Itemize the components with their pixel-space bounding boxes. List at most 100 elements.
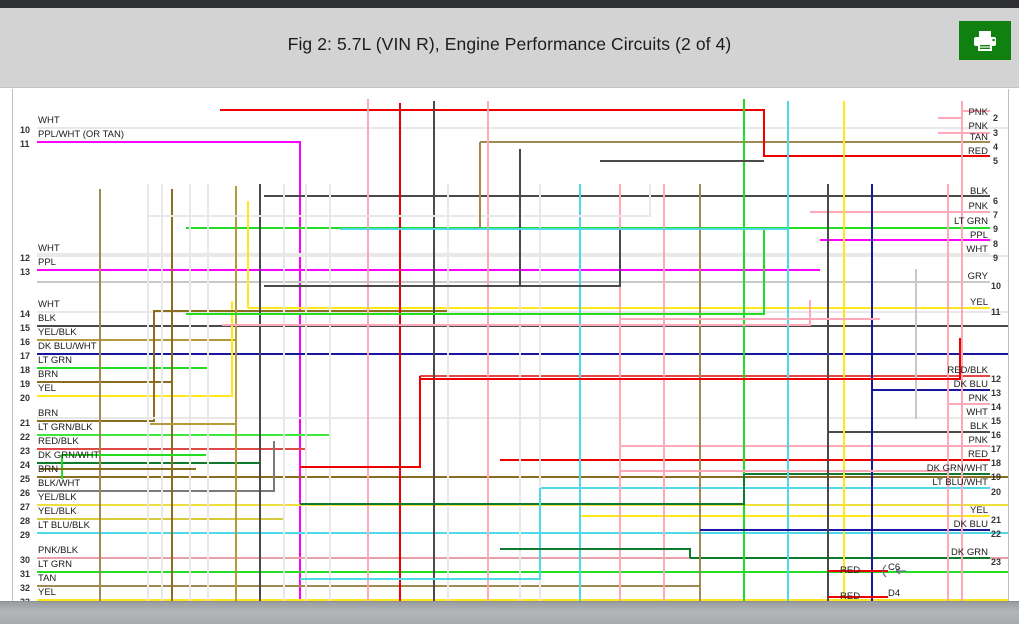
pin-number: 14 [20,309,31,319]
pin-number: 6 [993,196,999,206]
pin-number: 23 [991,557,1002,567]
pin-number: 22 [991,529,1002,539]
wire-label: LT GRN [954,216,988,227]
pin-number: 17 [991,444,1002,454]
wire-label: DK BLU [953,519,988,530]
pin-number: 30 [20,555,31,565]
pin-number: 26 [20,488,31,498]
wire-label: YEL/BLK [38,506,77,517]
wire-label: PNK [968,107,988,118]
wire-network [37,99,1008,624]
pin-number: 17 [20,351,31,361]
wire-label: YEL [970,297,988,308]
wire-label: YEL/BLK [38,327,77,338]
pin-number: 29 [20,530,31,540]
wire-label: PNK [968,393,988,404]
wire-label: RED [967,449,988,460]
connector-arrows [882,564,906,578]
pin-number: 27 [20,502,31,512]
pin-number: 21 [991,515,1002,525]
wire-label: BRN [38,408,59,419]
pin-number: 14 [991,402,1002,412]
pin-number: 11 [20,139,30,149]
pin-number: 16 [991,430,1002,440]
printer-icon [972,29,998,53]
wire-label: WHT [966,244,988,255]
wire-label: RED [967,146,988,157]
pin-number: 8 [993,239,999,249]
pin-number: 20 [20,393,31,403]
pin-number: 5 [993,156,999,166]
wire-label: PNK/BLK [38,545,79,556]
page-border-left [12,89,13,601]
wire-label: RED [840,565,861,576]
wire-label: YEL [38,383,56,394]
wiring-diagram-canvas: 10 WHT 11 PPL/WHT (OR TAN) 12 WHT 13 PPL… [0,89,1019,624]
wire-label: PNK [968,435,988,446]
wire-label: LT GRN [38,559,72,570]
pin-number: 21 [20,418,31,428]
pin-number: 12 [991,374,1002,384]
pin-number: 9 [993,253,999,263]
pin-number: 18 [991,458,1002,468]
wire-label: RED [840,591,861,602]
wire-label: DK GRN/WHT [926,463,988,474]
pin-number: 15 [991,416,1002,426]
connector-id-c6: C6 [888,562,901,573]
wire-label: WHT [966,407,988,418]
pin-number: 10 [991,281,1002,291]
pin-number: 3 [993,128,999,138]
pin-number: 19 [20,379,31,389]
window-topbar [0,0,1019,8]
wire-label: LT GRN [38,355,72,366]
pin-number: 13 [20,267,31,277]
pin-number: 9 [993,224,999,234]
wire-label: GRY [967,271,988,282]
pin-number: 12 [20,253,31,263]
print-button[interactable] [959,21,1011,60]
wire-label: PPL/WHT (OR TAN) [38,129,125,140]
pin-number: 31 [20,569,31,579]
wire-label: YEL/BLK [38,492,77,503]
wire-label: LT BLU/WHT [932,477,988,488]
wire-label: BLK [38,313,56,324]
wire-label: PPL [970,230,988,241]
pin-number: 15 [20,323,31,333]
wire-label: YEL [38,587,56,598]
wire-label: BLK [970,186,988,197]
pin-number: 2 [993,113,999,123]
wire-label: LT BLU/BLK [38,520,90,531]
diagram-viewport[interactable]: 10 WHT 11 PPL/WHT (OR TAN) 12 WHT 13 PPL… [0,89,1019,624]
pin-number: 10 [20,125,31,135]
viewer-bottom-strip[interactable] [0,601,1019,624]
wire-label: LT GRN/BLK [38,422,93,433]
page-title: Fig 2: 5.7L (VIN R), Engine Performance … [287,34,732,54]
wire-label: PNK [968,201,988,212]
document-header: Fig 2: 5.7L (VIN R), Engine Performance … [0,8,1019,88]
wire-label: WHT [38,243,60,254]
wire-label: BLK/WHT [38,478,81,489]
pin-number: 4 [993,142,999,152]
wire-label: RED/BLK [38,436,79,447]
pin-number: 16 [20,337,31,347]
page-border-right [1008,89,1009,601]
pin-number: 18 [20,365,31,375]
pin-number: 22 [20,432,31,442]
connector-id-d4: D4 [888,588,901,599]
wire-label: BRN [38,369,59,380]
pin-number: 23 [20,446,31,456]
wire-label: BRN [38,464,59,475]
pin-number: 7 [993,210,999,220]
pin-number: 11 [991,307,1001,317]
pin-number: 32 [20,583,31,593]
pin-number: 19 [991,472,1002,482]
wire-label: DK BLU/WHT [38,341,97,352]
pin-number: 13 [991,388,1002,398]
wire-label: DK BLU [953,379,988,390]
wire-label: DK GRN/WHT [38,450,100,461]
wire-label: TAN [38,573,57,584]
pin-number: 24 [20,460,31,470]
wire-label: WHT [38,299,60,310]
pin-number: 28 [20,516,31,526]
